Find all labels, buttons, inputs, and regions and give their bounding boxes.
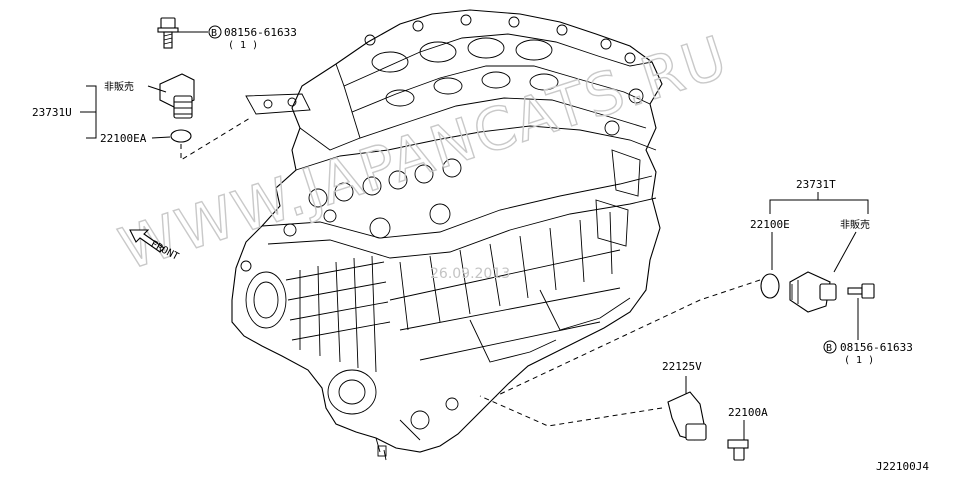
bolt-a-part-number: 22100A bbox=[728, 406, 768, 419]
camshaft-sensor-t-icon bbox=[789, 271, 837, 313]
bolt-a-icon bbox=[727, 439, 749, 461]
crank-sensor-v-part-number: 22125V bbox=[662, 360, 702, 373]
bolt-top-quantity: ( 1 ) bbox=[228, 40, 258, 51]
o-ring-e-icon bbox=[760, 273, 780, 299]
o-ring-e-part-number: 22100E bbox=[750, 218, 790, 231]
bolt-right-circle-letter: B bbox=[826, 343, 832, 354]
crank-sensor-v-group: 22125V 22100A bbox=[479, 360, 768, 461]
bolt-top-circle-letter: B bbox=[211, 28, 217, 39]
bolt-right-quantity: ( 1 ) bbox=[844, 355, 874, 366]
front-arrow-icon bbox=[129, 229, 165, 253]
camshaft-sensor-u-group: B 08156-61633 ( 1 ) 非販売 23731U 22100EA bbox=[32, 17, 297, 161]
bolt-right-icon bbox=[847, 283, 875, 299]
camshaft-sensor-u-icon bbox=[159, 73, 195, 119]
not-sold-u-label: 非販売 bbox=[104, 80, 134, 93]
watermark-date: 26.09.2013 bbox=[430, 266, 510, 282]
bolt-top-part-number: 08156-61633 bbox=[224, 26, 297, 39]
assembly-t-part-number: 23731T bbox=[796, 178, 836, 191]
diagram-id: J22100J4 bbox=[876, 460, 929, 473]
crank-sensor-v-icon bbox=[667, 391, 707, 441]
bolt-right-part-number: 08156-61633 bbox=[840, 341, 913, 354]
assembly-u-part-number: 23731U bbox=[32, 106, 72, 119]
not-sold-t-label: 非販売 bbox=[840, 218, 870, 231]
o-ring-ea-icon bbox=[170, 129, 192, 143]
engine-block-illustration bbox=[231, 9, 663, 461]
o-ring-ea-part-number: 22100EA bbox=[100, 132, 147, 145]
camshaft-sensor-t-group: 23731T 22100E 非販売 B 08156-61633 ( 1 ) bbox=[495, 178, 913, 397]
bolt-top-icon bbox=[157, 17, 179, 49]
